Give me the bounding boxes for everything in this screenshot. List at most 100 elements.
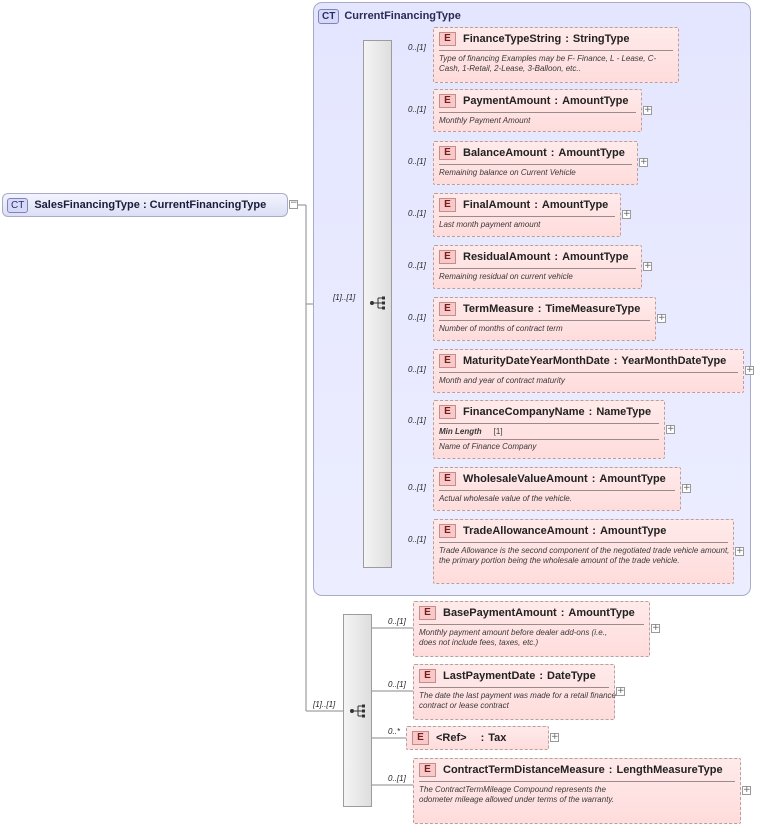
divider <box>419 781 735 782</box>
type-separator: : <box>554 251 559 263</box>
type-separator: : <box>554 95 559 107</box>
complex-type-badge: CT <box>7 198 29 213</box>
divider <box>439 164 632 165</box>
type-separator: : <box>588 406 593 418</box>
element-type: NameType <box>596 406 652 418</box>
type-separator: : <box>591 473 596 485</box>
element-type: AmountType <box>562 251 629 263</box>
type-separator: : <box>560 607 565 619</box>
sequence-icon <box>350 704 365 718</box>
element-documentation: Actual wholesale value of the vehicle. <box>439 494 572 503</box>
element-multiplicity: 0..[1] <box>408 483 426 492</box>
element-multiplicity: 0..[1] <box>408 209 426 218</box>
element-badge: E <box>439 302 456 316</box>
element-badge: E <box>439 354 456 368</box>
facet-name: Min Length <box>439 427 482 436</box>
element-documentation: Remaining balance on Current Vehicle <box>439 168 576 177</box>
type-separator: : <box>565 33 569 45</box>
element-name: BasePaymentAmount <box>443 607 557 619</box>
type-separator: : <box>537 303 542 315</box>
element-name: MaturityDateYearMonthDate <box>463 355 610 367</box>
element-header: E<Ref>:Tax <box>412 731 543 745</box>
element-badge: E <box>439 405 456 419</box>
element-name: ContractTermDistanceMeasure <box>443 764 605 776</box>
element-badge: E <box>439 524 456 538</box>
expand-icon[interactable]: + <box>643 261 652 271</box>
element-type: StringType <box>572 33 630 45</box>
divider <box>419 624 644 625</box>
element-multiplicity: 0..[1] <box>408 535 426 544</box>
expand-icon[interactable]: + <box>639 157 648 167</box>
element-multiplicity: 0..[1] <box>388 617 406 626</box>
divider <box>439 268 636 269</box>
element-type: LengthMeasureType <box>616 764 723 776</box>
element-name: TradeAllowanceAmount <box>463 525 589 537</box>
element-type: AmountType <box>558 147 625 159</box>
element-multiplicity: 0..[1] <box>408 105 426 114</box>
type-separator: : <box>534 199 538 211</box>
element-multiplicity: 0..[1] <box>408 313 426 322</box>
expand-icon[interactable]: + <box>682 483 691 493</box>
element-multiplicity: 0..* <box>388 727 401 736</box>
expand-icon[interactable]: + <box>657 313 666 323</box>
current-financing-type-title: CurrentFinancingType <box>344 10 461 22</box>
element-type: AmountType <box>562 95 629 107</box>
element-badge: E <box>439 250 456 264</box>
expand-icon[interactable]: + <box>622 209 631 219</box>
expand-icon[interactable]: + <box>643 105 652 115</box>
element-name: PaymentAmount <box>463 95 551 107</box>
expand-icon[interactable]: + <box>651 623 660 633</box>
divider <box>439 216 615 217</box>
complex-type-badge: CT <box>318 9 340 24</box>
element-tax-ref[interactable]: E<Ref>:Tax <box>406 726 549 750</box>
collapse-icon[interactable]: − <box>289 198 298 209</box>
type-separator: : <box>608 764 613 776</box>
facet-value: [1] <box>493 427 503 436</box>
element-badge: E <box>439 32 456 46</box>
divider <box>419 687 609 688</box>
expand-icon[interactable]: + <box>666 424 675 434</box>
expand-icon[interactable]: + <box>735 546 744 556</box>
divider <box>439 423 659 424</box>
expand-icon[interactable]: + <box>742 785 751 795</box>
element-badge: E <box>439 94 456 108</box>
element-badge: E <box>419 763 436 777</box>
element-badge: E <box>419 669 436 683</box>
element-type: DateType <box>547 670 596 682</box>
element-type: AmountType <box>599 525 667 537</box>
element-name: LastPaymentDate <box>443 670 536 682</box>
divider <box>439 372 738 373</box>
element-multiplicity: 0..[1] <box>388 680 406 689</box>
element-contract-term-distance-measure[interactable]: E ContractTermDistanceMeasure:LengthMeasu… <box>413 758 741 824</box>
element-documentation: The ContractTermMileage Compound represe… <box>419 785 615 804</box>
expand-icon[interactable]: + <box>616 686 625 696</box>
divider <box>439 112 636 113</box>
expand-icon[interactable]: + <box>745 365 754 375</box>
expand-icon[interactable]: + <box>550 732 559 742</box>
element-multiplicity: 0..[1] <box>408 157 426 166</box>
element-documentation: Month and year of contract maturity <box>439 376 565 385</box>
element-multiplicity: 0..[1] <box>388 774 406 783</box>
element-name: FinanceTypeString <box>463 33 562 45</box>
divider <box>439 320 650 321</box>
element-documentation: Monthly Payment Amount <box>439 116 531 125</box>
element-type: AmountType <box>599 473 666 485</box>
sequence-multiplicity: [1]..[1] <box>333 293 356 302</box>
element-multiplicity: 0..[1] <box>408 43 426 52</box>
